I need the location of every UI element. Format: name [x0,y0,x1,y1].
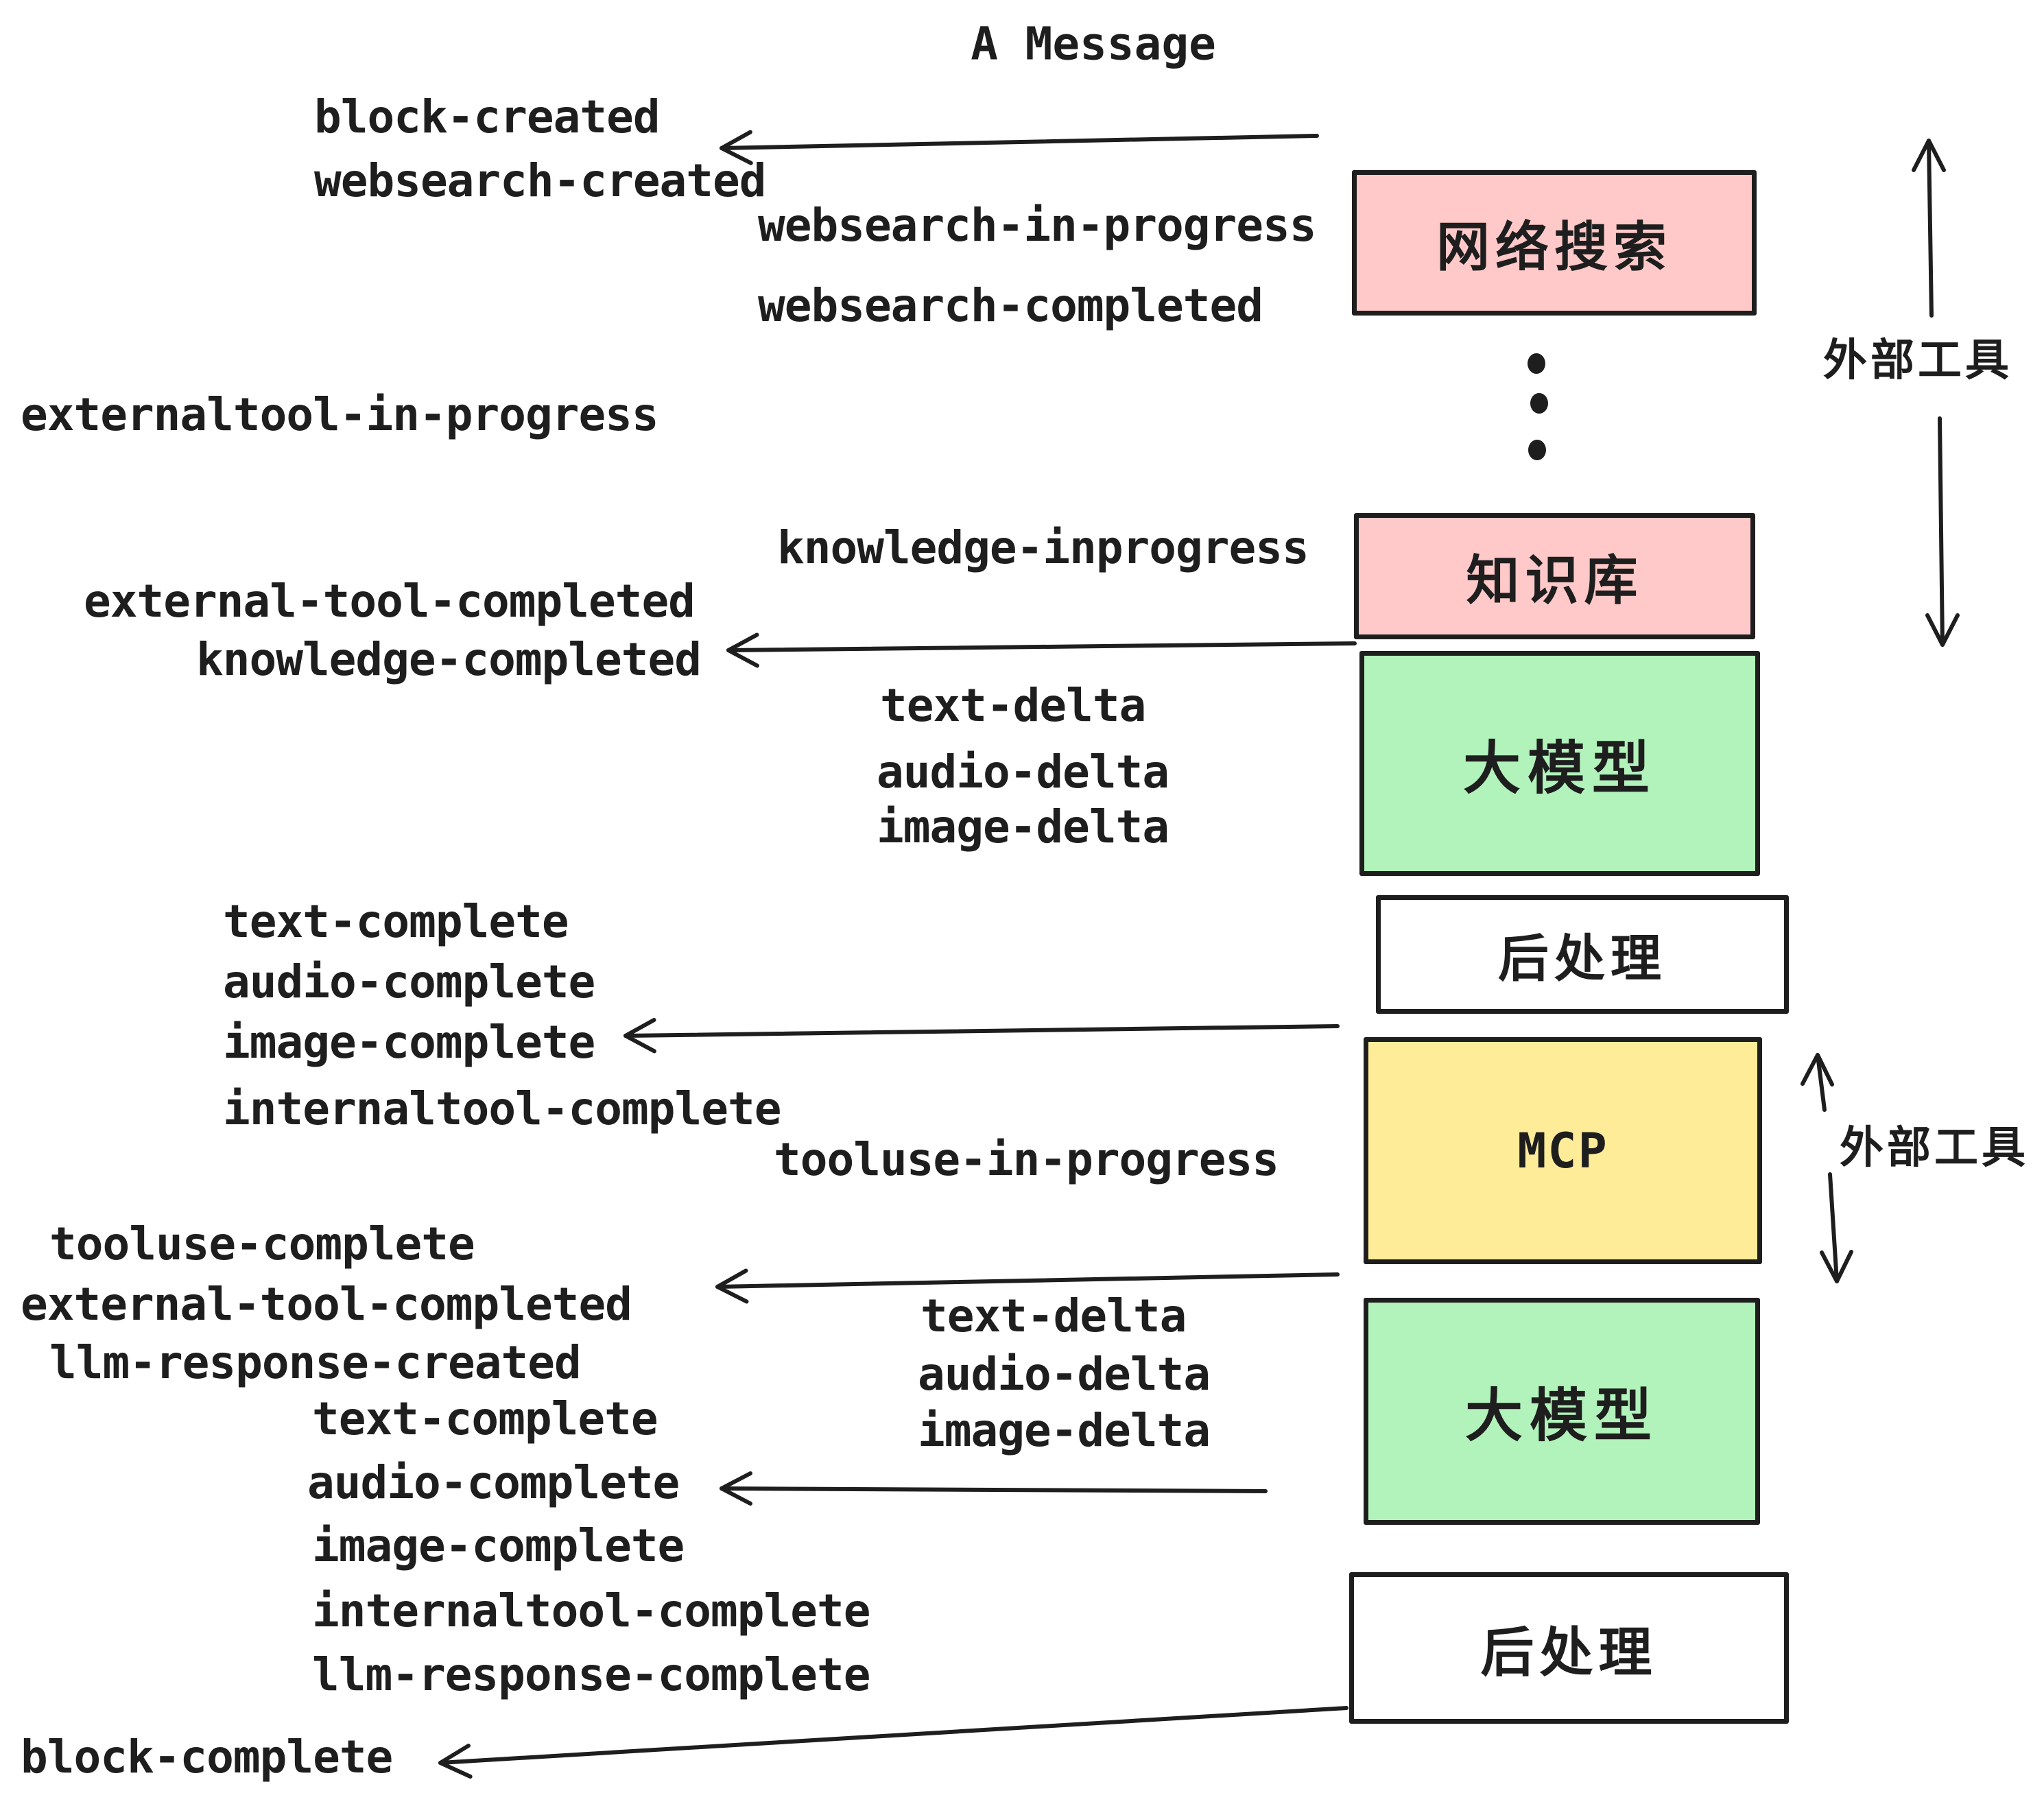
arrow-to-image-complete-icon [623,1018,1340,1054]
node-post-process-1: 后处理 [1376,895,1789,1014]
label-text-complete: text-complete [223,894,569,948]
label-audio-delta-2: audio-delta [918,1347,1211,1401]
label-websearch-completed: websearch-completed [758,278,1263,332]
label-llm-response-created: llm-response-created [49,1336,582,1389]
label-externaltool-in-progress: externaltool-in-progress [21,388,659,441]
label-audio-complete: audio-complete [223,955,595,1008]
label-external-tools: 外部工具 [1823,335,2012,386]
label-knowledge-inprogress: knowledge-inprogress [777,521,1309,574]
node-mcp: MCP [1364,1037,1762,1264]
node-llm-1: 大模型 [1359,651,1760,876]
label-text-delta: text-delta [880,678,1146,732]
page-title: A Message [971,17,1216,71]
label-audio-delta: audio-delta [877,745,1169,798]
label-image-complete: image-complete [223,1015,595,1069]
label-tooluse-complete: tooluse-complete [49,1217,475,1270]
mcp-external-tools-down-arrow-icon [1820,1172,1853,1283]
label-internaltool-complete-2: internaltool-complete [312,1584,870,1637]
label-block-complete: block-complete [21,1730,393,1783]
mcp-external-tools-up-arrow-icon [1801,1053,1834,1112]
label-text-complete-2: text-complete [312,1392,658,1445]
arrow-to-block-created-icon [720,130,1319,165]
label-websearch-in-progress: websearch-in-progress [758,198,1316,252]
node-llm-2: 大模型 [1364,1298,1760,1525]
node-post-process-2: 后处理 [1349,1572,1789,1724]
node-web-search: 网络搜索 [1352,170,1757,316]
label-external-tool-completed-2: external-tool-completed [21,1277,632,1331]
label-knowledge-completed: knowledge-completed [196,632,702,686]
label-block-created: block-created [314,90,661,143]
label-external-tools-mcp: 外部工具 [1840,1123,2029,1174]
label-image-delta-2: image-delta [918,1403,1211,1457]
label-text-delta-2: text-delta [920,1289,1187,1342]
arrow-to-knowledge-completed-icon [726,632,1357,668]
node-knowledge-base: 知识库 [1354,513,1755,639]
label-internaltool-complete: internaltool-complete [223,1082,781,1135]
arrow-to-block-complete-icon [438,1706,1348,1779]
external-tools-up-arrow-icon [1912,139,1946,318]
label-llm-response-complete: llm-response-complete [312,1648,870,1701]
label-websearch-created: websearch-created [314,154,767,207]
label-external-tool-completed: external-tool-completed [84,574,696,628]
label-image-complete-2: image-complete [312,1519,685,1572]
arrow-to-audio-complete-icon [720,1471,1268,1506]
label-tooluse-in-progress: tooluse-in-progress [774,1132,1279,1186]
label-image-delta: image-delta [877,800,1169,853]
ellipsis-dots-icon [1528,353,1548,460]
external-tools-down-arrow-icon [1925,416,1960,647]
label-audio-complete-2: audio-complete [307,1456,680,1509]
arrow-to-tooluse-complete-icon [715,1268,1340,1304]
